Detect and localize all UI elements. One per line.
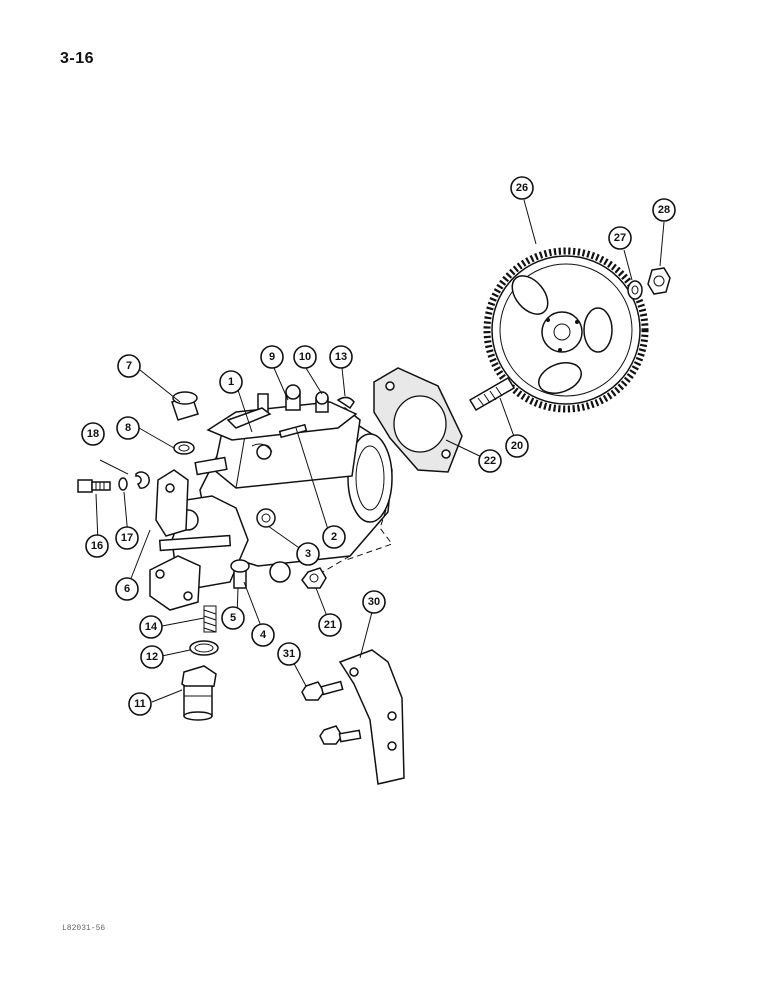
alignment-line bbox=[345, 509, 393, 561]
svg-text:16: 16 bbox=[91, 540, 103, 552]
svg-text:11: 11 bbox=[134, 698, 146, 710]
callout-2: 2 bbox=[322, 525, 346, 549]
callout-14: 14 bbox=[139, 615, 163, 639]
svg-text:14: 14 bbox=[145, 621, 158, 633]
callout-22: 22 bbox=[478, 449, 502, 473]
svg-text:30: 30 bbox=[368, 596, 380, 608]
callout-12: 12 bbox=[140, 645, 164, 669]
callout-28: 28 bbox=[652, 198, 676, 222]
callout-30: 30 bbox=[362, 590, 386, 614]
callout-7: 7 bbox=[117, 354, 141, 378]
plug-fitting bbox=[171, 391, 199, 421]
svg-text:2: 2 bbox=[331, 531, 337, 543]
callout-16: 16 bbox=[85, 534, 109, 558]
svg-text:8: 8 bbox=[125, 422, 131, 434]
compression-spring bbox=[203, 605, 217, 633]
svg-text:13: 13 bbox=[335, 351, 347, 363]
mounting-gasket bbox=[373, 367, 463, 473]
svg-text:28: 28 bbox=[658, 204, 670, 216]
spring-clip bbox=[135, 471, 150, 489]
callout-3: 3 bbox=[296, 542, 320, 566]
callout-4: 4 bbox=[251, 623, 275, 647]
callout-6: 6 bbox=[115, 577, 139, 601]
flange-nut bbox=[301, 567, 327, 589]
svg-text:9: 9 bbox=[269, 351, 275, 363]
svg-text:3: 3 bbox=[305, 548, 311, 560]
callout-31: 31 bbox=[277, 642, 301, 666]
bracket-bolt-lower bbox=[319, 725, 362, 745]
callout-13: 13 bbox=[329, 345, 353, 369]
delivery-valve-connector bbox=[181, 665, 217, 721]
svg-text:12: 12 bbox=[146, 651, 158, 663]
flat-washer bbox=[118, 477, 128, 491]
svg-text:1: 1 bbox=[228, 376, 234, 388]
callout-17: 17 bbox=[115, 526, 139, 550]
callout-18: 18 bbox=[81, 422, 105, 446]
svg-text:27: 27 bbox=[614, 232, 626, 244]
svg-text:31: 31 bbox=[283, 648, 295, 660]
svg-text:17: 17 bbox=[121, 532, 133, 544]
callout-20: 20 bbox=[505, 434, 529, 458]
svg-text:22: 22 bbox=[484, 455, 496, 467]
leader-lines bbox=[95, 199, 665, 703]
callout-1: 1 bbox=[219, 370, 243, 394]
callout-11: 11 bbox=[128, 692, 152, 716]
svg-text:20: 20 bbox=[511, 440, 523, 452]
callout-5: 5 bbox=[221, 606, 245, 630]
svg-text:4: 4 bbox=[260, 629, 267, 641]
callout-10: 10 bbox=[293, 345, 317, 369]
woodruff-key bbox=[336, 396, 355, 410]
page-number: 3-16 bbox=[60, 50, 95, 67]
bracket-bolt bbox=[301, 680, 344, 701]
callout-9: 9 bbox=[260, 345, 284, 369]
lock-washer bbox=[627, 280, 643, 300]
svg-text:21: 21 bbox=[324, 619, 336, 631]
callout-26: 26 bbox=[510, 176, 534, 200]
hex-nut bbox=[647, 267, 671, 295]
svg-text:10: 10 bbox=[299, 351, 311, 363]
pump-support-bracket bbox=[338, 649, 405, 785]
svg-text:7: 7 bbox=[126, 360, 132, 372]
svg-text:6: 6 bbox=[124, 583, 130, 595]
svg-text:18: 18 bbox=[87, 428, 99, 440]
svg-text:26: 26 bbox=[516, 182, 528, 194]
svg-text:5: 5 bbox=[230, 612, 236, 624]
hex-bolt bbox=[77, 479, 111, 493]
gear-stud bbox=[468, 376, 516, 412]
callout-21: 21 bbox=[318, 613, 342, 637]
sealing-washer bbox=[173, 441, 195, 455]
callout-27: 27 bbox=[608, 226, 632, 250]
drive-gear bbox=[483, 247, 649, 413]
o-ring bbox=[189, 640, 219, 656]
figure-code: L82031-56 bbox=[62, 924, 106, 933]
callout-8: 8 bbox=[116, 416, 140, 440]
injection-pump-body bbox=[149, 384, 393, 611]
